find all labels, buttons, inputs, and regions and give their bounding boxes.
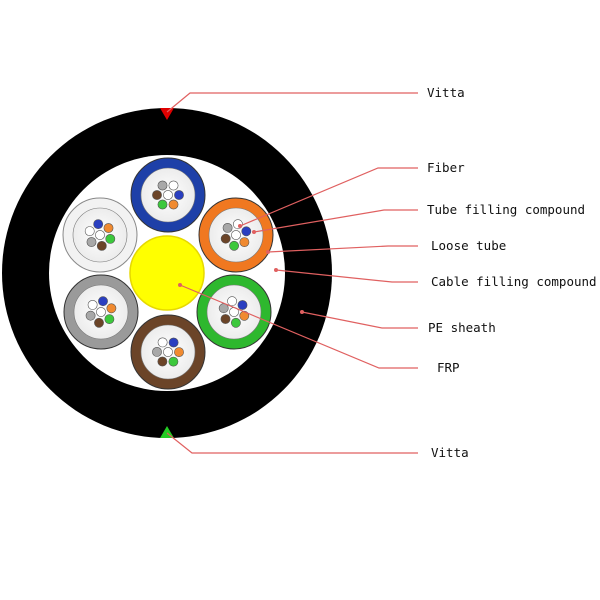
fiber bbox=[93, 219, 104, 229]
fiber bbox=[227, 296, 237, 307]
fiber bbox=[168, 356, 179, 367]
leader-line-vitta-bottom bbox=[166, 432, 418, 454]
leader-line-vitta-top bbox=[166, 92, 418, 113]
fiber bbox=[229, 240, 239, 251]
leader-line-tube-filling-compound bbox=[253, 209, 418, 233]
fiber bbox=[157, 356, 168, 367]
fiber bbox=[174, 347, 184, 357]
fiber bbox=[104, 314, 115, 324]
leader-dot-fiber bbox=[238, 224, 242, 228]
leader-dot-loose-tube bbox=[266, 250, 270, 254]
leader-dot-tube-filling bbox=[252, 230, 256, 234]
leader-line-cable-filling-compound bbox=[275, 269, 418, 283]
fiber bbox=[94, 317, 104, 328]
fiber bbox=[87, 299, 98, 310]
leader-line-loose-tube bbox=[267, 245, 418, 253]
leader-dot-pe-sheath bbox=[300, 310, 304, 314]
vitta-bottom-marker bbox=[160, 426, 174, 438]
fiber bbox=[106, 303, 117, 314]
leader-line-pe-sheath bbox=[301, 311, 418, 329]
fiber bbox=[163, 190, 173, 200]
label-frp: FRP bbox=[437, 360, 460, 375]
fiber bbox=[152, 346, 162, 357]
fiber bbox=[231, 230, 241, 240]
fiber bbox=[157, 337, 168, 348]
fiber bbox=[168, 199, 179, 210]
fiber bbox=[157, 180, 168, 191]
fiber bbox=[220, 314, 231, 324]
fiber bbox=[98, 296, 108, 307]
leader-dot-frp bbox=[178, 283, 182, 287]
label-tube-filling-compound: Tube filling compound bbox=[427, 202, 585, 217]
leader-line-frp bbox=[179, 284, 418, 369]
vitta-top-marker bbox=[160, 108, 174, 120]
fiber bbox=[95, 230, 105, 240]
fiber bbox=[85, 310, 96, 321]
loose-tube-gray bbox=[63, 274, 139, 350]
loose-tube-brown bbox=[130, 314, 206, 390]
loose-tube-green bbox=[196, 274, 272, 350]
loose-tubes-group bbox=[62, 157, 274, 390]
label-fiber: Fiber bbox=[427, 160, 465, 175]
fiber bbox=[237, 300, 248, 310]
label-vitta-top: Vitta bbox=[427, 85, 465, 100]
fiber bbox=[103, 223, 114, 233]
label-pe-sheath: PE sheath bbox=[428, 320, 496, 335]
fiber bbox=[168, 337, 179, 348]
fiber bbox=[168, 180, 179, 191]
loose-tube-blue bbox=[130, 157, 206, 233]
fiber bbox=[84, 226, 95, 236]
label-loose-tube: Loose tube bbox=[431, 238, 506, 253]
loose-tube-white bbox=[62, 197, 138, 273]
fiber bbox=[96, 240, 107, 251]
leader-line-fiber bbox=[239, 167, 418, 227]
fiber bbox=[220, 233, 231, 244]
fiber bbox=[174, 190, 184, 200]
fiber bbox=[163, 347, 173, 357]
fiber bbox=[241, 226, 252, 237]
loose-tube-orange bbox=[198, 197, 274, 273]
fiber bbox=[152, 190, 162, 200]
fiber bbox=[105, 233, 116, 244]
fiber bbox=[222, 222, 233, 233]
label-cable-filling-compound: Cable filling compound bbox=[431, 274, 597, 289]
fiber bbox=[96, 307, 106, 317]
fiber bbox=[86, 237, 97, 247]
frp-core bbox=[129, 235, 205, 311]
leader-dot-cable-filling bbox=[274, 268, 278, 272]
fiber bbox=[239, 237, 250, 247]
fiber bbox=[230, 317, 241, 328]
label-vitta-bottom: Vitta bbox=[431, 445, 469, 460]
fiber bbox=[157, 199, 168, 210]
